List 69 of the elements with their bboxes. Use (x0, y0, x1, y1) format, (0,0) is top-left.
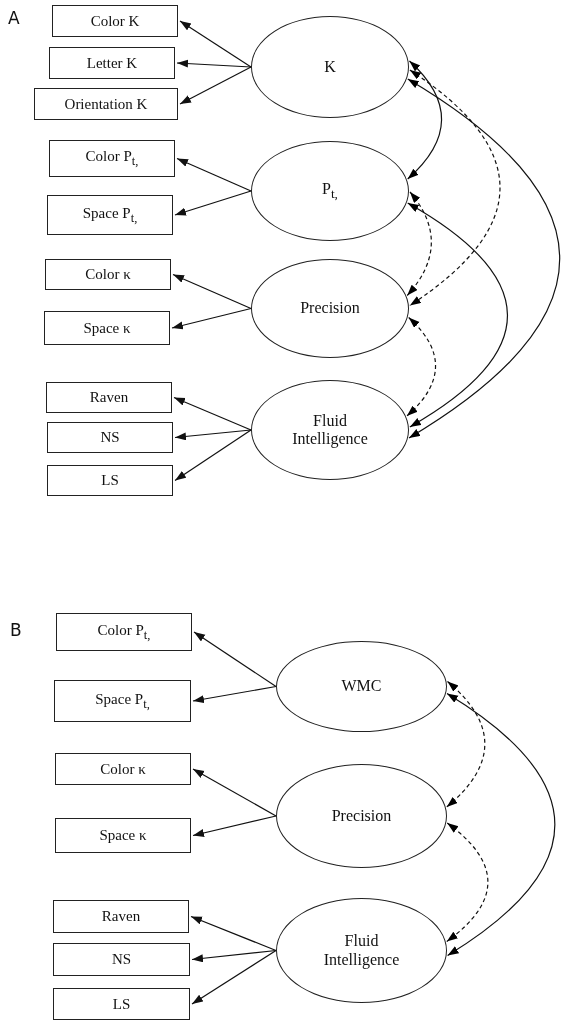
indicator-box (55, 753, 191, 785)
loading-arrow (193, 631, 277, 688)
indicator-box (49, 47, 175, 79)
loading-arrow (192, 685, 277, 704)
indicator-name: LS (112, 995, 131, 1013)
loading-arrow (174, 429, 252, 482)
indicator-name: Letter K (86, 54, 138, 72)
loading-arrow (192, 768, 277, 817)
loading-arrow (179, 20, 252, 68)
indicator-name: NS (100, 429, 120, 446)
loading-arrow (174, 190, 252, 216)
indicator-box (47, 195, 173, 235)
covariance-arrow (407, 78, 561, 439)
indicator-name: NS (111, 951, 132, 968)
loading-arrow (190, 915, 277, 952)
indicator-box (46, 382, 172, 413)
factor-name: K (324, 57, 336, 77)
indicator-name: Space κ (83, 319, 131, 337)
indicator-box (55, 818, 191, 853)
covariance-arrow (407, 202, 509, 428)
indicator-box (53, 988, 190, 1020)
covariance-arrow (446, 680, 486, 808)
indicator-box (53, 900, 189, 933)
factor-name: P$_{t,}$ (322, 180, 338, 202)
factor-name: Precision (300, 299, 360, 318)
indicator-name: Color P$_{t,}$ (97, 621, 151, 643)
indicator-box (53, 943, 190, 976)
panel-label: A (8, 8, 20, 28)
loading-arrow (174, 429, 252, 441)
indicator-name: Raven (101, 908, 141, 925)
loading-arrow (176, 157, 252, 192)
indicator-box (45, 259, 171, 290)
indicator-name: Raven (89, 389, 129, 406)
covariance-arrow (407, 60, 443, 180)
indicator-name: Space κ (99, 827, 147, 844)
indicator-name: LS (101, 472, 119, 489)
loading-arrow (171, 307, 252, 330)
covariance-arrow (406, 191, 432, 297)
factor-name: Fluid Intelligence (322, 932, 401, 969)
indicator-box (44, 311, 170, 345)
indicator-name: Color P$_{t,}$ (85, 148, 139, 169)
indicator-name: Color κ (100, 760, 146, 778)
indicator-name: Space P$_{t,}$ (82, 204, 138, 226)
loading-arrow (173, 396, 252, 431)
loading-arrow (191, 949, 277, 963)
indicator-box (54, 680, 191, 722)
factor-name: Precision (331, 806, 392, 826)
covariance-arrow (406, 316, 437, 417)
indicator-box (52, 5, 178, 37)
indicator-box (56, 613, 192, 651)
covariance-arrow (409, 69, 501, 307)
loading-arrow (191, 949, 277, 1005)
loading-arrow (192, 815, 277, 837)
indicator-box (47, 465, 173, 496)
covariance-arrow (446, 822, 489, 943)
indicator-name: Space P$_{t,}$ (95, 690, 150, 712)
indicator-name: Color κ (85, 266, 131, 283)
loading-arrow (176, 59, 252, 68)
indicator-box (49, 140, 175, 177)
factor-name: WMC (341, 677, 382, 696)
indicator-box (34, 88, 178, 120)
panel-label: B (10, 620, 22, 640)
loading-arrow (179, 66, 252, 105)
covariance-arrow (446, 692, 556, 957)
factor-name: Fluid Intelligence (291, 411, 369, 449)
indicator-name: Orientation K (64, 95, 148, 113)
indicator-name: Color K (90, 12, 140, 30)
indicator-box (47, 422, 173, 453)
loading-arrow (172, 273, 252, 310)
